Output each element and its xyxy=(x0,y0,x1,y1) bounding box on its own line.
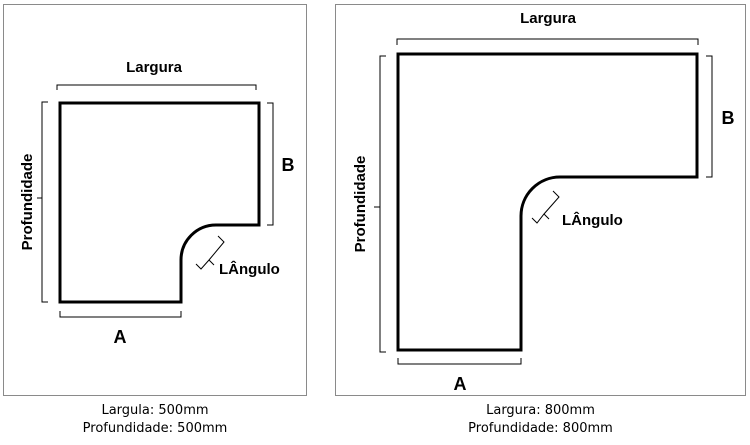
left-b-label: B xyxy=(282,155,295,175)
left-a-label: A xyxy=(114,327,127,347)
right-caption-depth: Profundidade: 800mm xyxy=(468,421,613,436)
left-corner-desk-diagram: Largura Profundidade B A LÂngulo xyxy=(19,59,295,347)
left-caption-depth: Profundidade: 500mm xyxy=(82,421,228,436)
right-b-bracket xyxy=(706,55,713,178)
left-angle-bracket xyxy=(195,235,225,270)
left-depth-bracket xyxy=(37,101,48,303)
right-angle-label: LÂngulo xyxy=(562,211,623,229)
left-angle-label: LÂngulo xyxy=(219,260,280,278)
right-caption: Largura: 800mm Profundidade: 800mm xyxy=(335,402,746,438)
right-b-label: B xyxy=(722,108,735,128)
left-depth-label: Profundidade xyxy=(19,154,36,251)
left-caption-width: Largula: 500mm xyxy=(101,403,209,418)
left-b-bracket xyxy=(267,102,274,226)
right-angle-bracket xyxy=(531,190,560,224)
left-desk-outline xyxy=(58,101,261,304)
left-width-bracket xyxy=(56,84,257,90)
right-width-bracket xyxy=(396,38,699,45)
right-corner-desk-diagram: Largura Profundidade B A LÂngulo xyxy=(352,10,735,394)
right-a-label: A xyxy=(454,374,467,394)
right-diagram-panel: Largura Profundidade B A LÂngulo xyxy=(335,4,746,396)
right-a-bracket xyxy=(397,358,522,365)
right-depth-bracket xyxy=(374,55,386,353)
left-diagram-panel: Largura Profundidade B A LÂngulo xyxy=(3,4,307,396)
left-width-label: Largura xyxy=(126,59,183,76)
left-a-bracket xyxy=(59,311,182,318)
left-caption: Largula: 500mm Profundidade: 500mm xyxy=(3,402,307,438)
right-width-label: Largura xyxy=(520,10,577,27)
right-caption-width: Largura: 800mm xyxy=(486,403,595,418)
right-depth-label: Profundidade xyxy=(352,156,369,253)
right-desk-outline xyxy=(396,52,699,352)
